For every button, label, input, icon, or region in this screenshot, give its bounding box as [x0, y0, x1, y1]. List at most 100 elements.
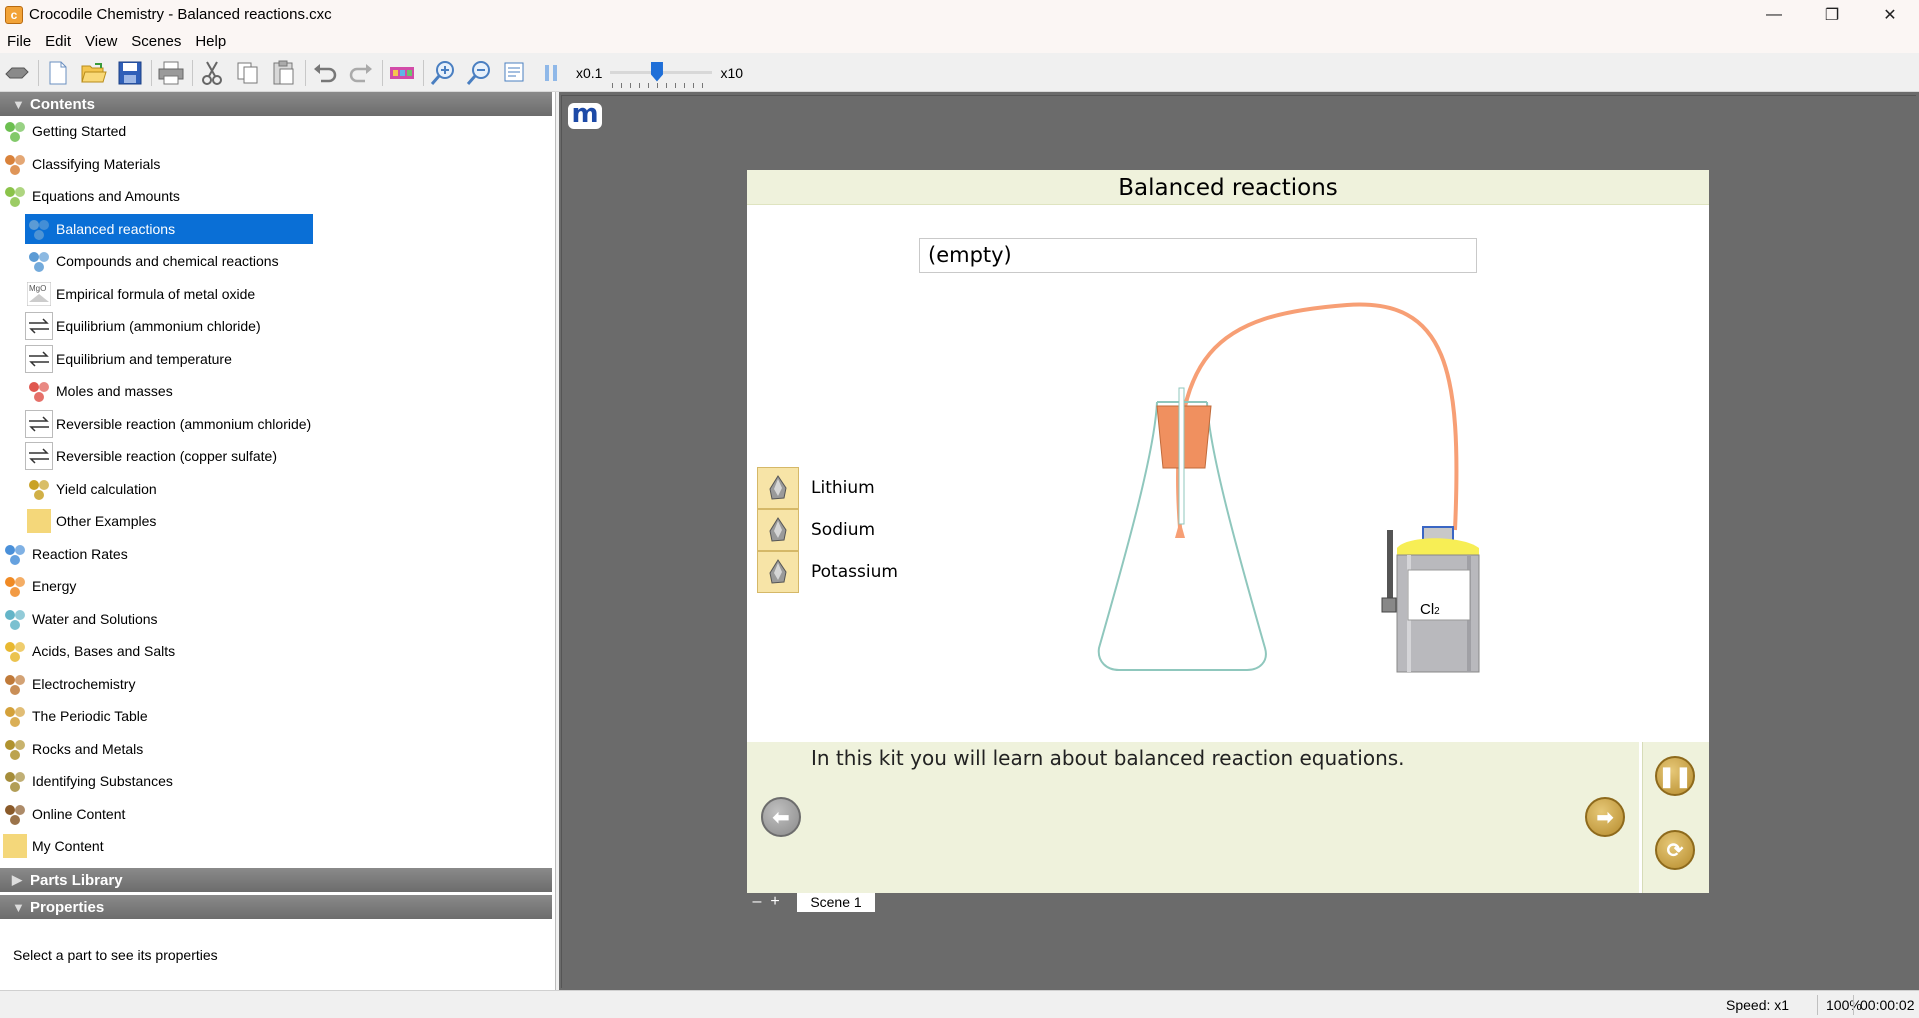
tree-item[interactable]: Balanced reactions [25, 213, 313, 244]
contents-panel-header[interactable]: ▼ Contents [0, 92, 552, 116]
previous-button[interactable]: ⬅ [761, 797, 801, 837]
molecules-icon [25, 215, 53, 243]
speed-slider[interactable] [606, 58, 716, 88]
remove-scene-button[interactable]: – [752, 893, 762, 910]
tree-item-label: Classifying Materials [32, 155, 161, 172]
tree-item[interactable]: MgO Empirical formula of metal oxide [25, 279, 258, 309]
menu-edit[interactable]: Edit [45, 32, 72, 50]
tree-item[interactable]: Electrochemistry [1, 669, 138, 699]
open-folder-icon [81, 62, 107, 82]
zoom-in-button[interactable] [428, 58, 458, 88]
tree-item[interactable]: Other Examples [25, 506, 159, 536]
pause-button[interactable]: ❚❚ [1655, 756, 1695, 796]
window-title: Crocodile Chemistry - Balanced reactions… [29, 6, 332, 23]
tree-item[interactable]: Classifying Materials [1, 149, 163, 179]
tree-item-label: Empirical formula of metal oxide [56, 285, 256, 302]
tab-scene-1[interactable]: Scene 1 [797, 893, 875, 912]
potassium-button[interactable] [757, 551, 799, 593]
speed-slider-thumb[interactable] [650, 61, 663, 82]
tree-item-label: Equilibrium (ammonium chloride) [56, 318, 261, 334]
menu-help[interactable]: Help [195, 32, 227, 50]
redo-button[interactable] [346, 58, 376, 88]
conical-flask[interactable] [1097, 401, 1267, 671]
cylinder-label-main: Cl [1420, 601, 1435, 618]
equilibrium-icon [25, 312, 53, 340]
tree-item-label: Reversible reaction (ammonium chloride) [56, 415, 312, 432]
tree-item[interactable]: Getting Started [1, 116, 129, 146]
copy-button[interactable] [233, 58, 263, 88]
toolbar-separator [192, 59, 193, 86]
tree-item[interactable]: Equilibrium and temperature [25, 344, 235, 374]
paste-button[interactable] [269, 58, 299, 88]
zoom-fit-button[interactable] [500, 58, 530, 88]
zoom-out-button[interactable] [464, 58, 494, 88]
reset-button[interactable]: ⟳ [1655, 830, 1695, 870]
parts-library-header[interactable]: ▶ Parts Library [0, 868, 552, 892]
tree-item[interactable]: Identifying Substances [1, 766, 176, 796]
tree-item[interactable]: Acids, Bases and Salts [1, 636, 178, 666]
tree-item-label: Energy [32, 578, 77, 594]
cylinder-valve-handle[interactable] [1381, 597, 1397, 613]
tree-item-label: Rocks and Metals [32, 740, 144, 757]
menu-file[interactable]: File [7, 32, 32, 50]
scissors-icon [202, 61, 222, 85]
menu-bar: File Edit View Scenes Help [0, 29, 1919, 53]
menu-scenes[interactable]: Scenes [131, 32, 182, 50]
classifying-materials-icon [1, 150, 29, 178]
tree-item[interactable]: Water and Solutions [1, 604, 161, 634]
minimize-button[interactable]: — [1766, 5, 1782, 23]
tree-item[interactable]: Reversible reaction (copper sulfate) [25, 441, 280, 471]
svg-text:MgO: MgO [29, 284, 46, 293]
maximize-button[interactable]: ❐ [1824, 6, 1840, 24]
tree-item[interactable]: Moles and masses [25, 376, 176, 406]
reaction-equation-box[interactable]: (empty) [919, 238, 1477, 273]
hand-tool-button[interactable] [2, 58, 32, 88]
status-zoom: 100% [1826, 997, 1862, 1013]
toolbar-separator [151, 59, 152, 86]
pause-simulation-button[interactable] [536, 58, 566, 88]
scene-panel[interactable]: Balanced reactions (empty) Lithium Sodiu… [747, 170, 1709, 893]
tree-item[interactable]: Online Content [1, 799, 128, 829]
tree-item-label: Electrochemistry [32, 675, 136, 692]
tree-item-label: Yield calculation [56, 480, 157, 497]
tree-item[interactable]: The Periodic Table [1, 701, 151, 731]
cut-button[interactable] [197, 58, 227, 88]
add-scene-button[interactable]: + [770, 893, 780, 910]
tree-item[interactable]: Rocks and Metals [1, 734, 146, 764]
tree-item-label: Getting Started [32, 123, 127, 139]
tree-item-label: Moles and masses [56, 383, 173, 399]
delivery-tube [1176, 302, 1459, 531]
zoom-out-icon [466, 60, 490, 85]
tree-item[interactable]: Energy [1, 571, 79, 601]
tree-item[interactable]: Compounds and chemical reactions [25, 246, 282, 276]
lithium-button[interactable] [757, 467, 799, 509]
sodium-button[interactable] [757, 509, 799, 551]
speed-max-label: x10 [720, 64, 744, 81]
close-button[interactable]: ✕ [1883, 6, 1897, 24]
tree-item[interactable]: My Content [1, 831, 107, 861]
canvas-frame: m [561, 95, 1916, 988]
tree-item[interactable]: Equilibrium (ammonium chloride) [25, 311, 264, 341]
toolbar-separator [305, 59, 306, 86]
menu-view[interactable]: View [85, 32, 118, 50]
tree-item[interactable]: Reaction Rates [1, 539, 131, 569]
properties-title: Properties [30, 898, 105, 916]
toolbar-separator [382, 59, 383, 86]
tube-end [1175, 520, 1185, 538]
collapse-triangle-icon: ▼ [12, 899, 25, 915]
status-speed: Speed: x1 [1726, 997, 1790, 1013]
undo-button[interactable] [310, 58, 340, 88]
next-button[interactable]: ➡ [1585, 797, 1625, 837]
print-button[interactable] [156, 58, 186, 88]
online-icon [1, 800, 29, 828]
properties-header[interactable]: ▼ Properties [0, 895, 552, 919]
new-file-button[interactable] [43, 58, 73, 88]
tree-item[interactable]: Equations and Amounts [1, 181, 183, 211]
m-logo-icon: m [568, 101, 602, 129]
zoom-in-icon [430, 60, 454, 85]
open-file-button[interactable] [79, 58, 109, 88]
save-button[interactable] [115, 58, 145, 88]
graph-button[interactable] [387, 58, 417, 88]
tree-item[interactable]: Yield calculation [25, 474, 160, 504]
tree-item[interactable]: Reversible reaction (ammonium chloride) [25, 409, 314, 439]
